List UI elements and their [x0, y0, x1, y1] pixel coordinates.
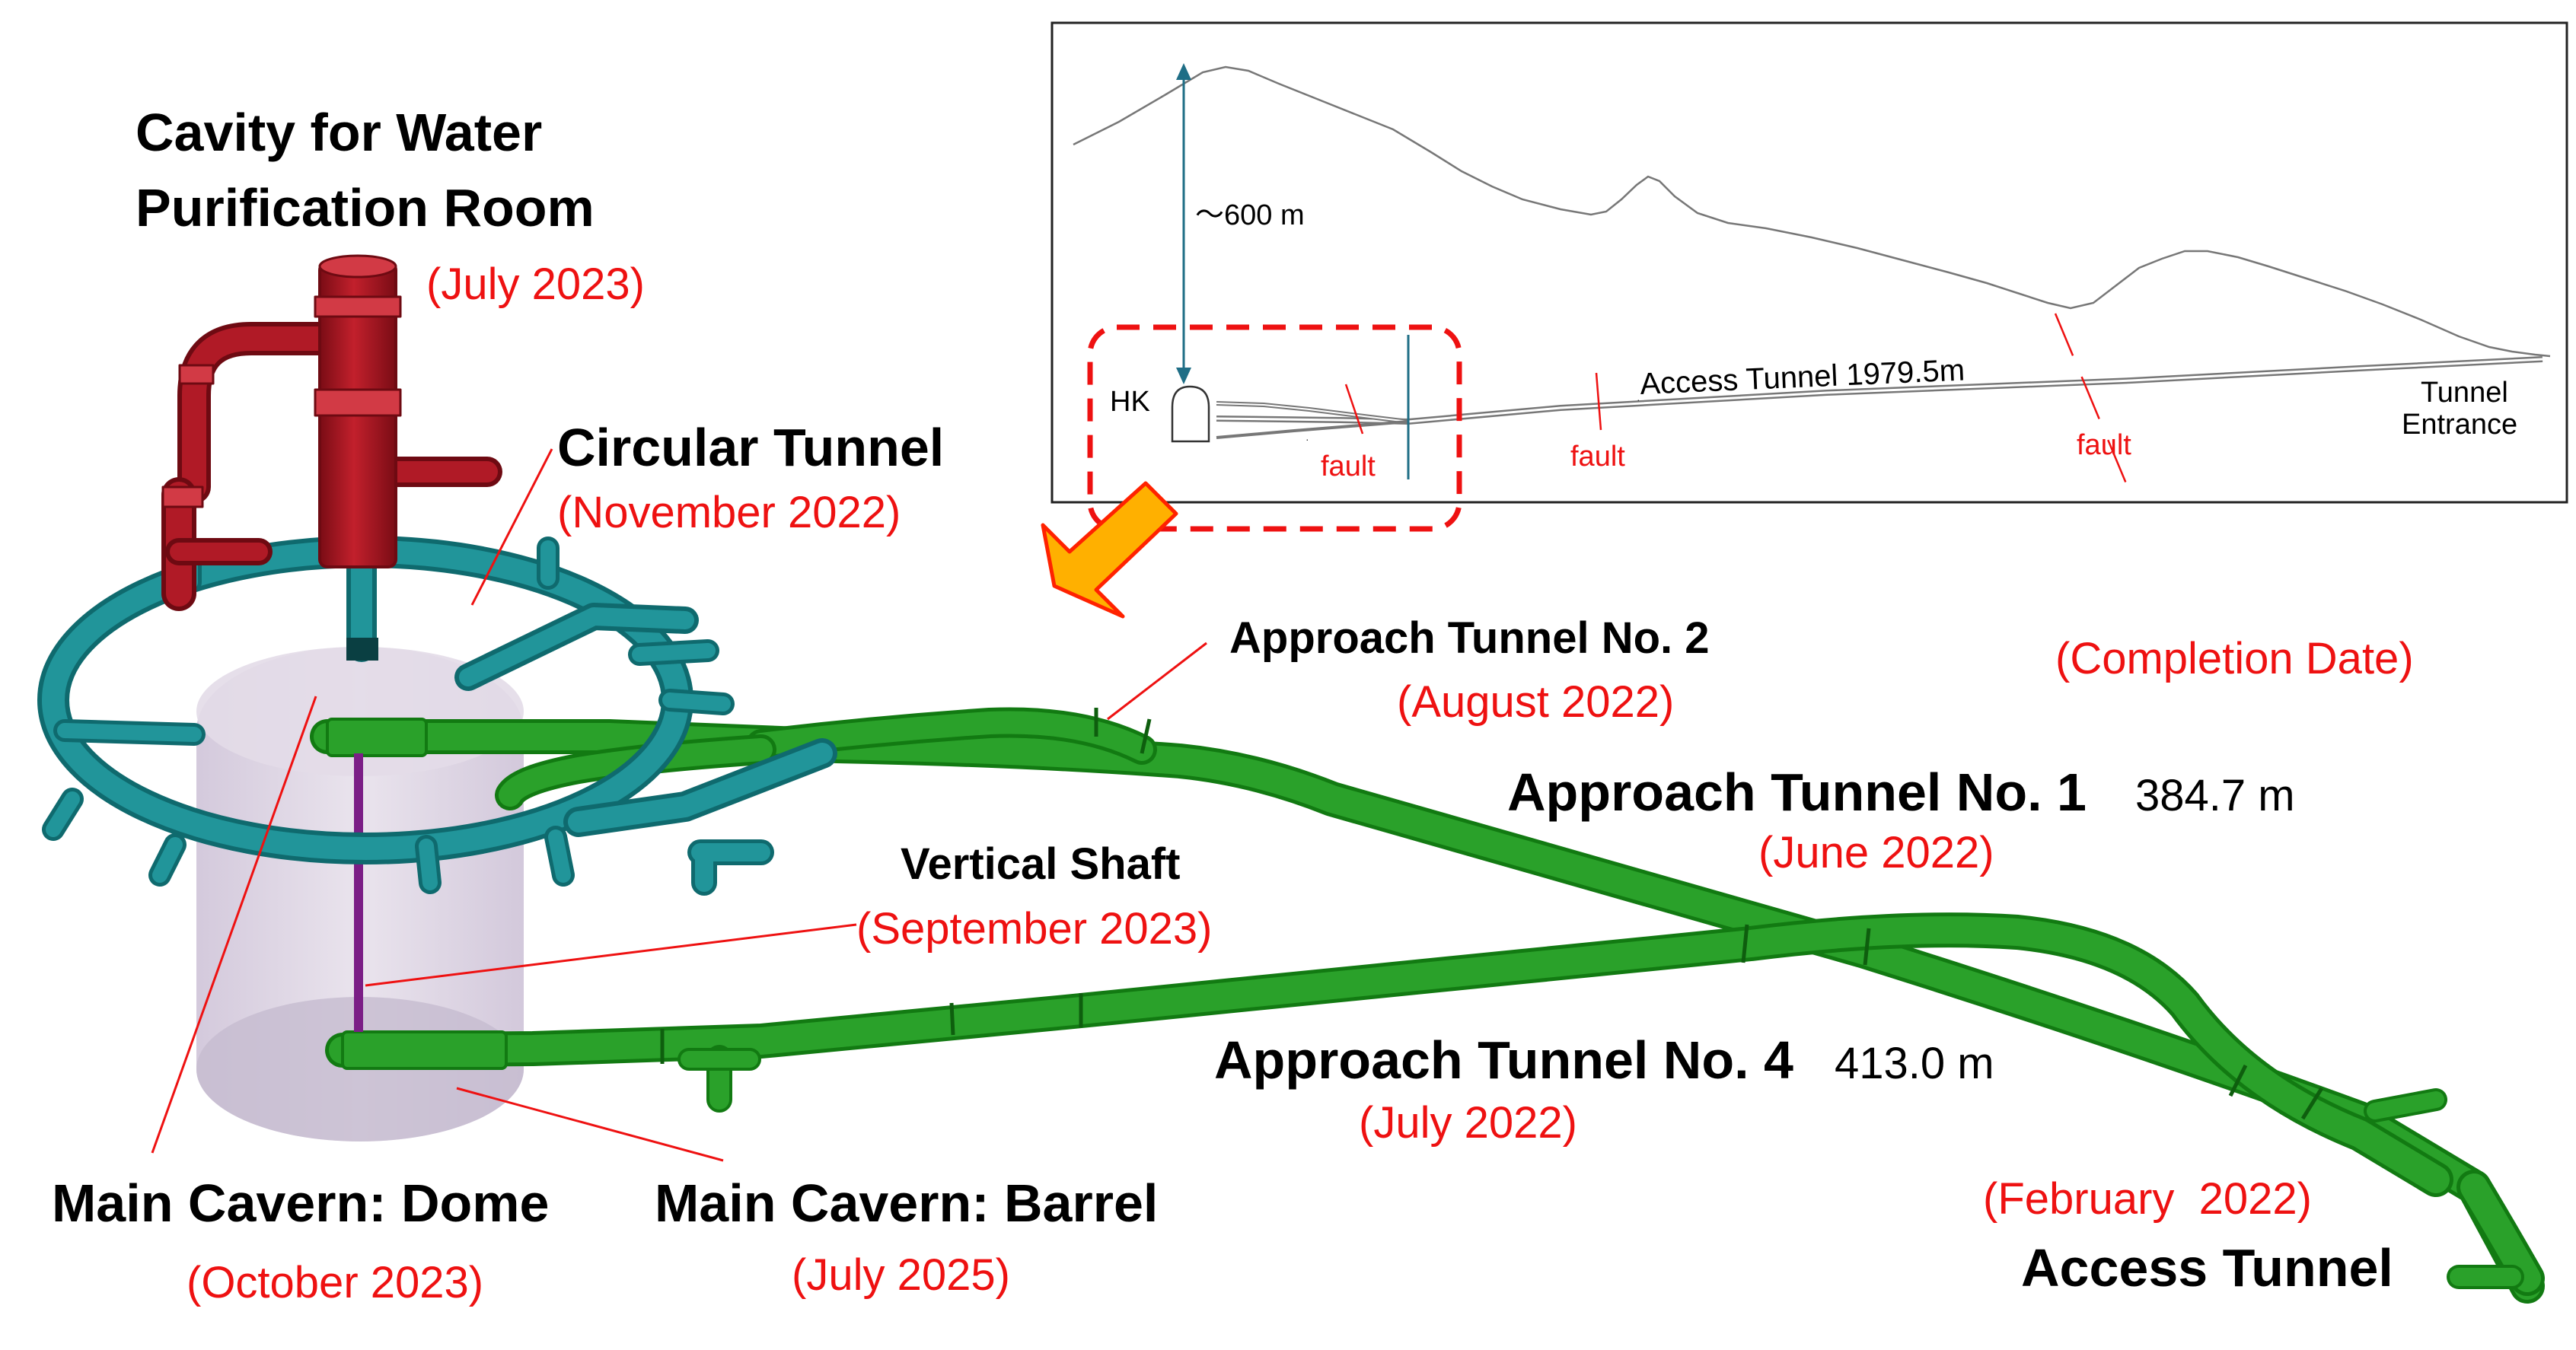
- fault-line-2: [1595, 372, 1602, 431]
- hk-label: HK: [1110, 386, 1150, 418]
- access-tunnel-label: Access Tunnel: [2021, 1238, 2393, 1297]
- fault-line-1: [1344, 384, 1364, 435]
- inset-profile: 〜600 m · · HK fault fault fault Access T…: [1050, 21, 2568, 532]
- dome-leader: [151, 696, 317, 1154]
- fault-line-3: [2054, 313, 2133, 497]
- water-room-label-line2: Purification Room: [135, 178, 595, 237]
- barrel-date: (July 2025): [792, 1250, 1010, 1300]
- fault-label-2: fault: [1570, 441, 1625, 473]
- lower-nozzle: [341, 1030, 508, 1070]
- completion-date-note: (Completion Date): [2055, 634, 2414, 683]
- depth-label: 〜600 m: [1195, 199, 1305, 231]
- svg-text:·: ·: [1306, 433, 1309, 445]
- water-room-date: (July 2023): [426, 259, 645, 309]
- barrel-leader: [456, 1087, 724, 1162]
- approach4-length: 413.0 m: [1835, 1039, 1994, 1088]
- water-room-label-line1: Cavity for Water: [135, 103, 542, 162]
- terrain-profile-line: [1073, 65, 2551, 358]
- circular-tunnel-leader: [470, 448, 553, 606]
- access-date: (February 2022): [1983, 1174, 2312, 1224]
- vertical-shaft-label: Vertical Shaft: [901, 839, 1180, 889]
- dome-date: (October 2023): [187, 1258, 483, 1307]
- tunnel-segment-rings: [660, 708, 2324, 1120]
- barrel-label: Main Cavern: Barrel: [655, 1173, 1158, 1233]
- circular-tunnel: [37, 533, 837, 896]
- leader-lines: [151, 448, 1207, 1162]
- approach4-date: (July 2022): [1359, 1098, 1577, 1148]
- tunnel-entrance-label-2: Entrance: [2402, 409, 2517, 441]
- approach1-label: Approach Tunnel No. 1: [1507, 763, 2087, 822]
- svg-text:·: ·: [1637, 393, 1640, 406]
- circular-tunnel-date: (November 2022): [557, 488, 901, 537]
- tunnel-entrance-label-1: Tunnel: [2421, 377, 2508, 409]
- vertical-shaft-leader: [365, 923, 857, 987]
- approach1-length: 384.7 m: [2135, 771, 2295, 820]
- inset-frame: [1050, 21, 2568, 504]
- hk-cavern-icon: [1171, 385, 1210, 443]
- vertical-shaft-tube: [354, 753, 363, 1032]
- highlight-dashed-box: [1087, 324, 1462, 532]
- approach2-label: Approach Tunnel No. 2: [1229, 613, 1710, 663]
- upper-nozzle: [326, 718, 428, 757]
- approach2-leader: [1107, 642, 1207, 721]
- labels: Cavity for Water Purification Room (July…: [52, 103, 2414, 1307]
- vertical-shaft-date: (September 2023): [856, 904, 1212, 954]
- depth-arrow-top-head: [1176, 63, 1191, 80]
- approach2-date: (August 2022): [1397, 677, 1674, 727]
- approach4-label: Approach Tunnel No. 4: [1214, 1030, 1793, 1090]
- fault-label-1: fault: [1321, 451, 1376, 482]
- circular-top-opening: [346, 638, 378, 661]
- circular-tunnel-label: Circular Tunnel: [557, 418, 944, 477]
- water-room-tower-cap: [318, 254, 397, 279]
- dome-label: Main Cavern: Dome: [52, 1173, 549, 1233]
- fault-label-3: fault: [2077, 429, 2131, 461]
- pointer-arrow: [1041, 481, 1178, 619]
- approach1-date: (June 2022): [1758, 828, 1994, 877]
- water-purification-room: [161, 254, 502, 611]
- depth-arrow-bottom-head: [1176, 368, 1191, 384]
